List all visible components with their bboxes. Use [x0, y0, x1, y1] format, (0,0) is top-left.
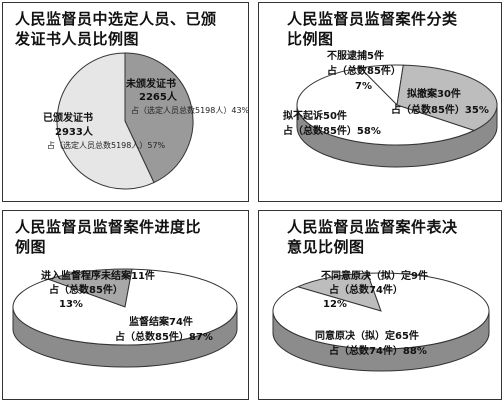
slice-label: 监督结案74件	[129, 315, 193, 328]
pie-slice-0	[296, 272, 382, 312]
slice-note: 占（总数85件）87%	[115, 330, 213, 343]
chart-title: 人民监督员监督案件表决 意见比例图	[287, 217, 458, 257]
chart-title-line-2: 比例图	[287, 30, 334, 48]
chart-title-line-1: 人民监督员中选定人员、已颁	[15, 10, 217, 28]
panel-voting-opinions: 人民监督员监督案件表决 意见比例图 不同意原决（拟）定9件占（总数74件） 12%…	[258, 210, 502, 400]
slice-label: 不同意原决（拟）定9件	[321, 269, 428, 282]
chart-title-line-1: 人民监督员监督案件表决	[287, 218, 458, 236]
slice-note: 占（选定人员总数5198人）57%	[47, 140, 166, 150]
slice-label: 拟撤案30件	[407, 87, 461, 100]
panel-case-progress: 人民监督员监督案件进度比 例图 进入监督程序未结案11件占（总数85件） 13% 监…	[2, 210, 249, 400]
slice-label: 拟不起诉50件	[283, 109, 347, 122]
pie-slice-1	[12, 268, 238, 346]
slice-note: 占（总数85件）	[49, 283, 123, 296]
slice-note: 占（总数85件）35%	[391, 103, 489, 116]
chart-title-line-1: 人民监督员监督案件分类	[287, 10, 458, 28]
pie-slice-0	[124, 52, 194, 184]
slice-label: 已颁发证书	[43, 111, 93, 124]
slice-label: 进入监督程序未结案11件	[41, 269, 155, 282]
slice-count: 2933人	[55, 125, 94, 138]
slice-label: 未颁发证书	[125, 77, 176, 90]
pie-slice-1	[272, 272, 490, 350]
slice-percent: 13%	[59, 299, 83, 310]
chart-title-line-2: 意见比例图	[287, 238, 365, 256]
chart-title-line-1: 人民监督员监督案件进度比	[15, 218, 202, 236]
slice-percent: 12%	[323, 299, 347, 310]
panel-case-categories: 人民监督员监督案件分类 比例图 不服逮捕5件占（总数85件） 7% 拟撤案30件占（…	[258, 2, 502, 202]
slice-note: 占（选定人员总数5198人）43%	[131, 105, 248, 115]
slice-note: 占（总数85件）	[327, 64, 401, 77]
pie-slice-1	[396, 64, 498, 132]
chart-title: 人民监督员监督案件进度比 例图	[15, 217, 201, 257]
slice-note: 占（总数85件）58%	[283, 124, 381, 137]
slice-note: 占（总数74件）88%	[329, 344, 427, 357]
chart-title: 人民监督员监督案件分类 比例图	[287, 9, 458, 49]
pie-slice-0	[46, 268, 133, 308]
slice-label: 同意原决（拟）定65件	[315, 329, 419, 342]
pie-slice-1	[56, 52, 155, 190]
chart-title: 人民监督员中选定人员、已颁 发证书人员比例图	[15, 9, 217, 49]
chart-title-line-2: 例图	[15, 238, 47, 256]
slice-count: 2265人	[139, 90, 178, 103]
chart-title-line-2: 发证书人员比例图	[15, 30, 140, 48]
slice-note: 占（总数74件）	[329, 283, 403, 296]
pie-slice-2	[296, 67, 476, 146]
slice-label: 不服逮捕5件	[327, 49, 384, 62]
slice-percent: 7%	[355, 81, 372, 92]
